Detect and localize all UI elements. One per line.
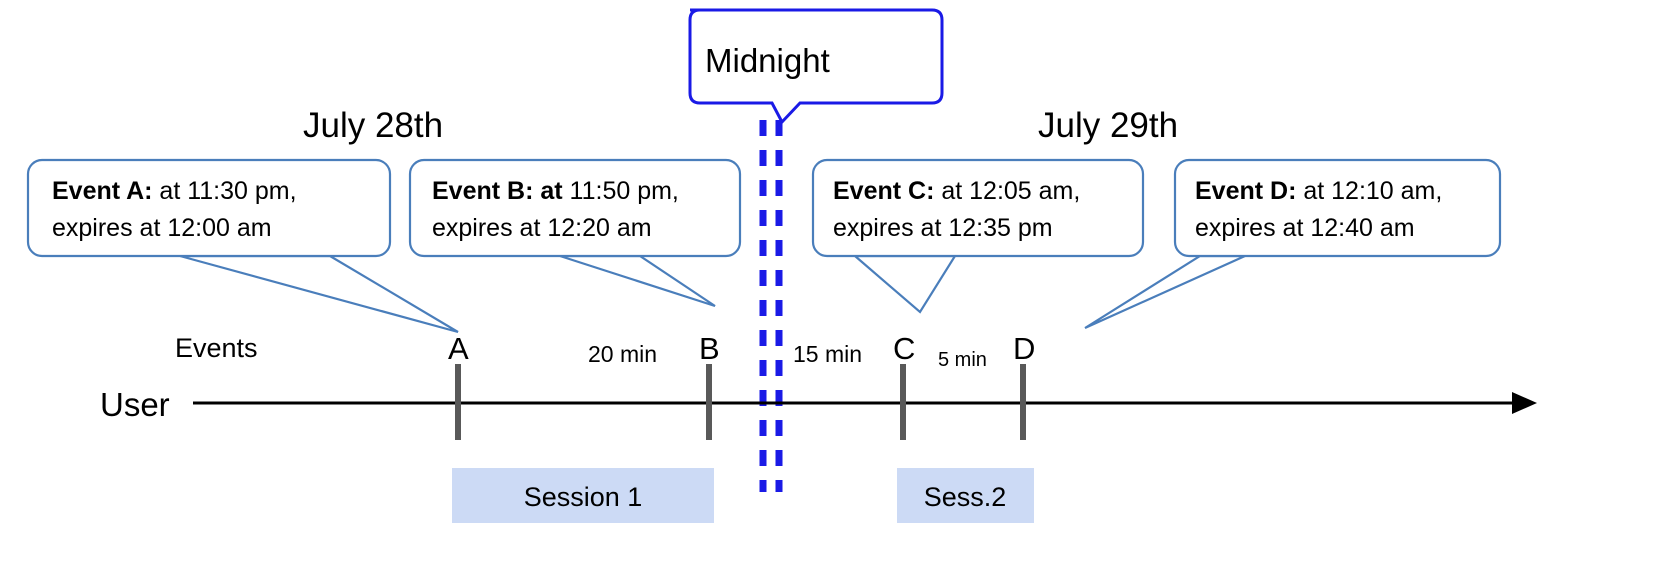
callout-event-a[interactable]: Event A: at 11:30 pm, expires at 12:00 a… xyxy=(26,158,392,258)
callout-box-event-d xyxy=(1173,158,1502,258)
event-letter-b: B xyxy=(699,331,720,366)
callout-tail-event-b xyxy=(559,254,716,308)
gap-label-5-min: 5 min xyxy=(938,349,987,371)
gap-label-15-min: 15 min xyxy=(793,341,862,367)
date-label-july-28: July 28th xyxy=(303,106,443,145)
session-1-label: Session 1 xyxy=(524,482,643,512)
gap-label-20-min: 20 min xyxy=(588,341,657,367)
events-row-label: Events xyxy=(175,333,258,363)
midnight-label: Midnight xyxy=(705,42,830,79)
callout-event-b[interactable]: Event B: at 11:50 pm, expires at 12:20 a… xyxy=(408,158,742,258)
session-2[interactable]: Sess.2 xyxy=(897,468,1034,523)
callout-box-event-a xyxy=(26,158,392,258)
event-ticks xyxy=(455,364,1026,440)
user-row-label: User xyxy=(100,386,170,423)
session-2-box xyxy=(897,468,1034,523)
callout-tails xyxy=(179,254,1246,334)
timeline-arrow-icon xyxy=(1512,392,1537,414)
callout-event-c-line1: Event C: at 12:05 am, xyxy=(833,177,1080,205)
timeline-axis xyxy=(193,392,1537,414)
session-1-box xyxy=(452,468,714,523)
midnight-divider xyxy=(759,120,783,492)
callout-event-c[interactable]: Event C: at 12:05 am, expires at 12:35 p… xyxy=(811,158,1145,258)
callout-event-a-line1: Event A: at 11:30 pm, xyxy=(52,177,297,205)
callout-event-d-line1: Event D: at 12:10 am, xyxy=(1195,177,1442,205)
date-label-july-29: July 29th xyxy=(1038,106,1178,145)
callout-event-a-line2: expires at 12:00 am xyxy=(52,214,272,242)
callout-event-b-line1: Event B: at 11:50 pm, xyxy=(432,177,679,205)
callout-tail-event-c xyxy=(852,254,957,314)
callout-event-c-line2: expires at 12:35 pm xyxy=(833,214,1053,242)
callout-box-event-c xyxy=(811,158,1145,258)
session-2-label: Sess.2 xyxy=(924,482,1007,512)
event-letter-a: A xyxy=(448,331,469,366)
session-1[interactable]: Session 1 xyxy=(452,468,714,523)
callout-event-d[interactable]: Event D: at 12:10 am, expires at 12:40 a… xyxy=(1173,158,1502,258)
callout-event-d-line2: expires at 12:40 am xyxy=(1195,214,1415,242)
event-letter-d: D xyxy=(1013,331,1035,366)
callout-tail-event-a xyxy=(179,254,459,334)
callout-box-event-b xyxy=(408,158,742,258)
event-letter-c: C xyxy=(893,331,915,366)
callout-event-b-line2: expires at 12:20 am xyxy=(432,214,652,242)
callout-tail-event-d xyxy=(1084,254,1246,330)
midnight-callout[interactable]: Midnight xyxy=(688,8,944,125)
